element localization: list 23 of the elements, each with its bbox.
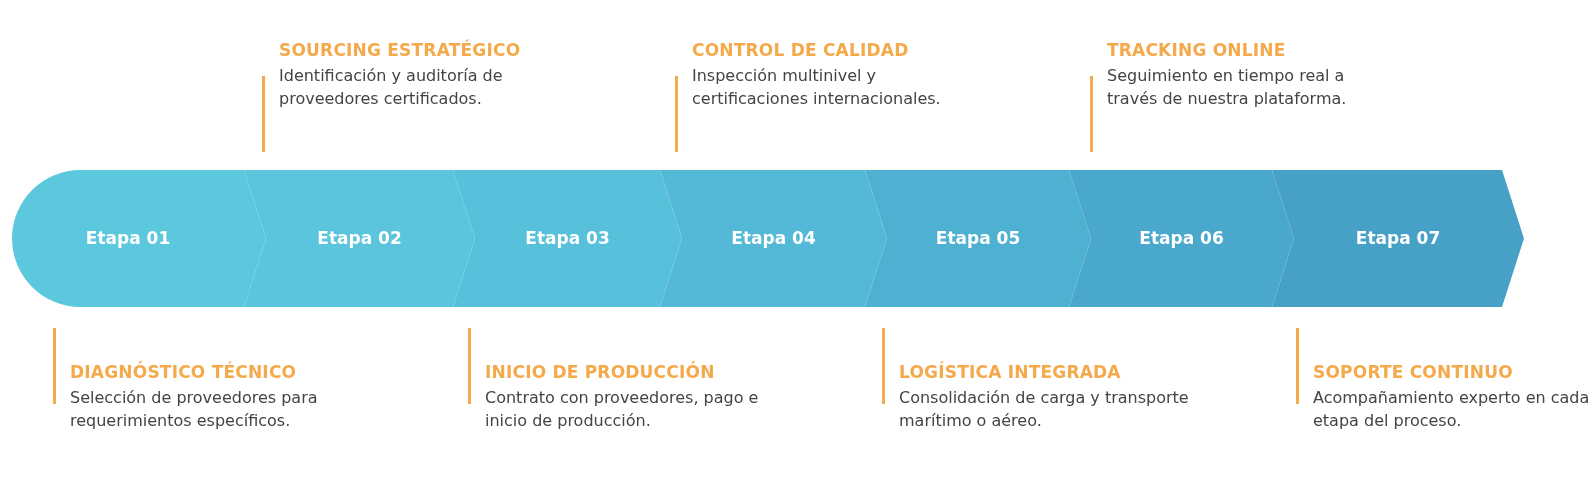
step-heading: CONTROL DE CALIDAD — [692, 40, 909, 60]
step-description: Seguimiento en tiempo real a través de nuestra plataforma. — [1107, 65, 1348, 110]
step-heading: LOGÍSTICA INTEGRADA — [899, 362, 1121, 382]
stage-label: Etapa 07 — [1354, 227, 1442, 250]
step-heading: SOURCING ESTRATÉGICO — [279, 40, 521, 60]
arrow-head-segment — [1272, 170, 1524, 307]
stage-label: Etapa 04 — [730, 227, 817, 250]
stage-label: Etapa 06 — [1138, 227, 1225, 250]
step-heading: TRACKING ONLINE — [1107, 40, 1286, 60]
step-heading: INICIO DE PRODUCCIÓN — [485, 362, 715, 382]
step-heading: DIAGNÓSTICO TÉCNICO — [70, 362, 297, 382]
step-description: Inspección multinivel y certificaciones internacionales. — [692, 65, 942, 110]
stage-label: Etapa 03 — [524, 227, 611, 250]
stage-label: Etapa 05 — [934, 227, 1022, 250]
rounded-arrow-segment — [12, 170, 266, 307]
step-description: Consolidación de carga y transporte marítimo o aéreo. — [899, 387, 1189, 432]
step-description: Identificación y auditoría de proveedores certificados. — [279, 65, 504, 110]
stage-label: Etapa 01 — [84, 227, 172, 250]
step-description: Contrato con proveedores, pago e inicio de producción. — [485, 387, 760, 432]
step-description: Selección de proveedores para requerimientos específicos. — [70, 387, 319, 432]
stage-label: Etapa 02 — [316, 227, 403, 250]
step-description: Acompañamiento experto en cada etapa del proceso. — [1313, 387, 1591, 432]
step-heading: SOPORTE CONTINUO — [1313, 362, 1513, 382]
